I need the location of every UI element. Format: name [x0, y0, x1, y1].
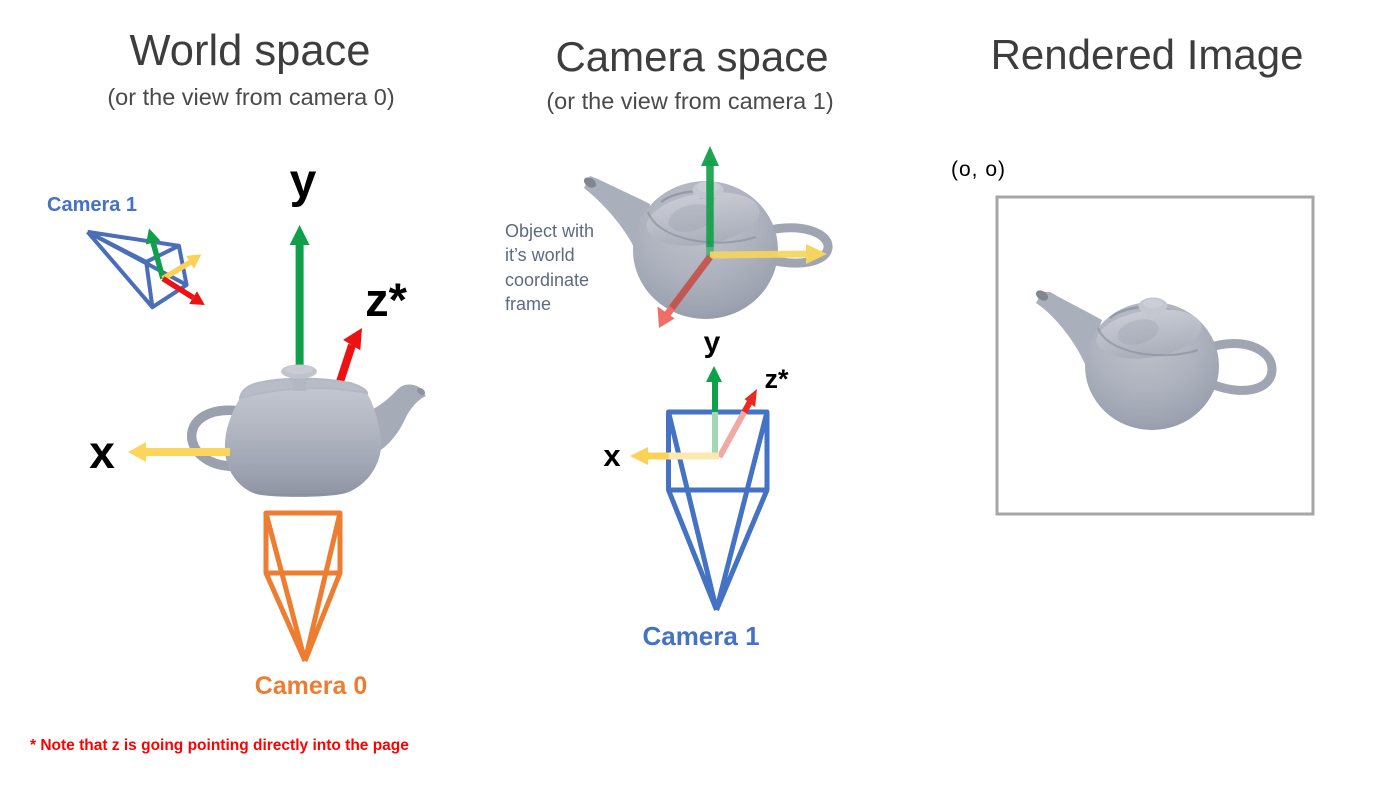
svg-text:y: y [290, 155, 317, 208]
svg-text:Rendered Image: Rendered Image [991, 31, 1304, 78]
svg-text:(or the view from camera 1): (or the view from camera 1) [546, 88, 833, 114]
svg-text:World space: World space [130, 27, 371, 75]
svg-text:x: x [89, 426, 115, 478]
svg-text:Camera 1: Camera 1 [642, 621, 759, 651]
svg-text:y: y [704, 326, 721, 359]
svg-text:coordinate: coordinate [505, 270, 589, 290]
svg-text:(o, o): (o, o) [951, 158, 1006, 181]
svg-text:x: x [603, 438, 621, 473]
svg-text:* Note that z is going pointin: * Note that z is going pointing directly… [30, 737, 409, 754]
svg-text:Object with: Object with [505, 221, 594, 241]
svg-text:frame: frame [505, 294, 551, 314]
svg-text:Camera space: Camera space [555, 33, 828, 80]
svg-text:(or the view from camera 0): (or the view from camera 0) [107, 84, 394, 110]
svg-text:Camera 1: Camera 1 [47, 194, 137, 216]
svg-text:z*: z* [365, 273, 408, 326]
svg-text:Camera 0: Camera 0 [255, 672, 368, 700]
svg-text:z*: z* [764, 364, 789, 394]
svg-text:it’s world: it’s world [505, 245, 575, 265]
